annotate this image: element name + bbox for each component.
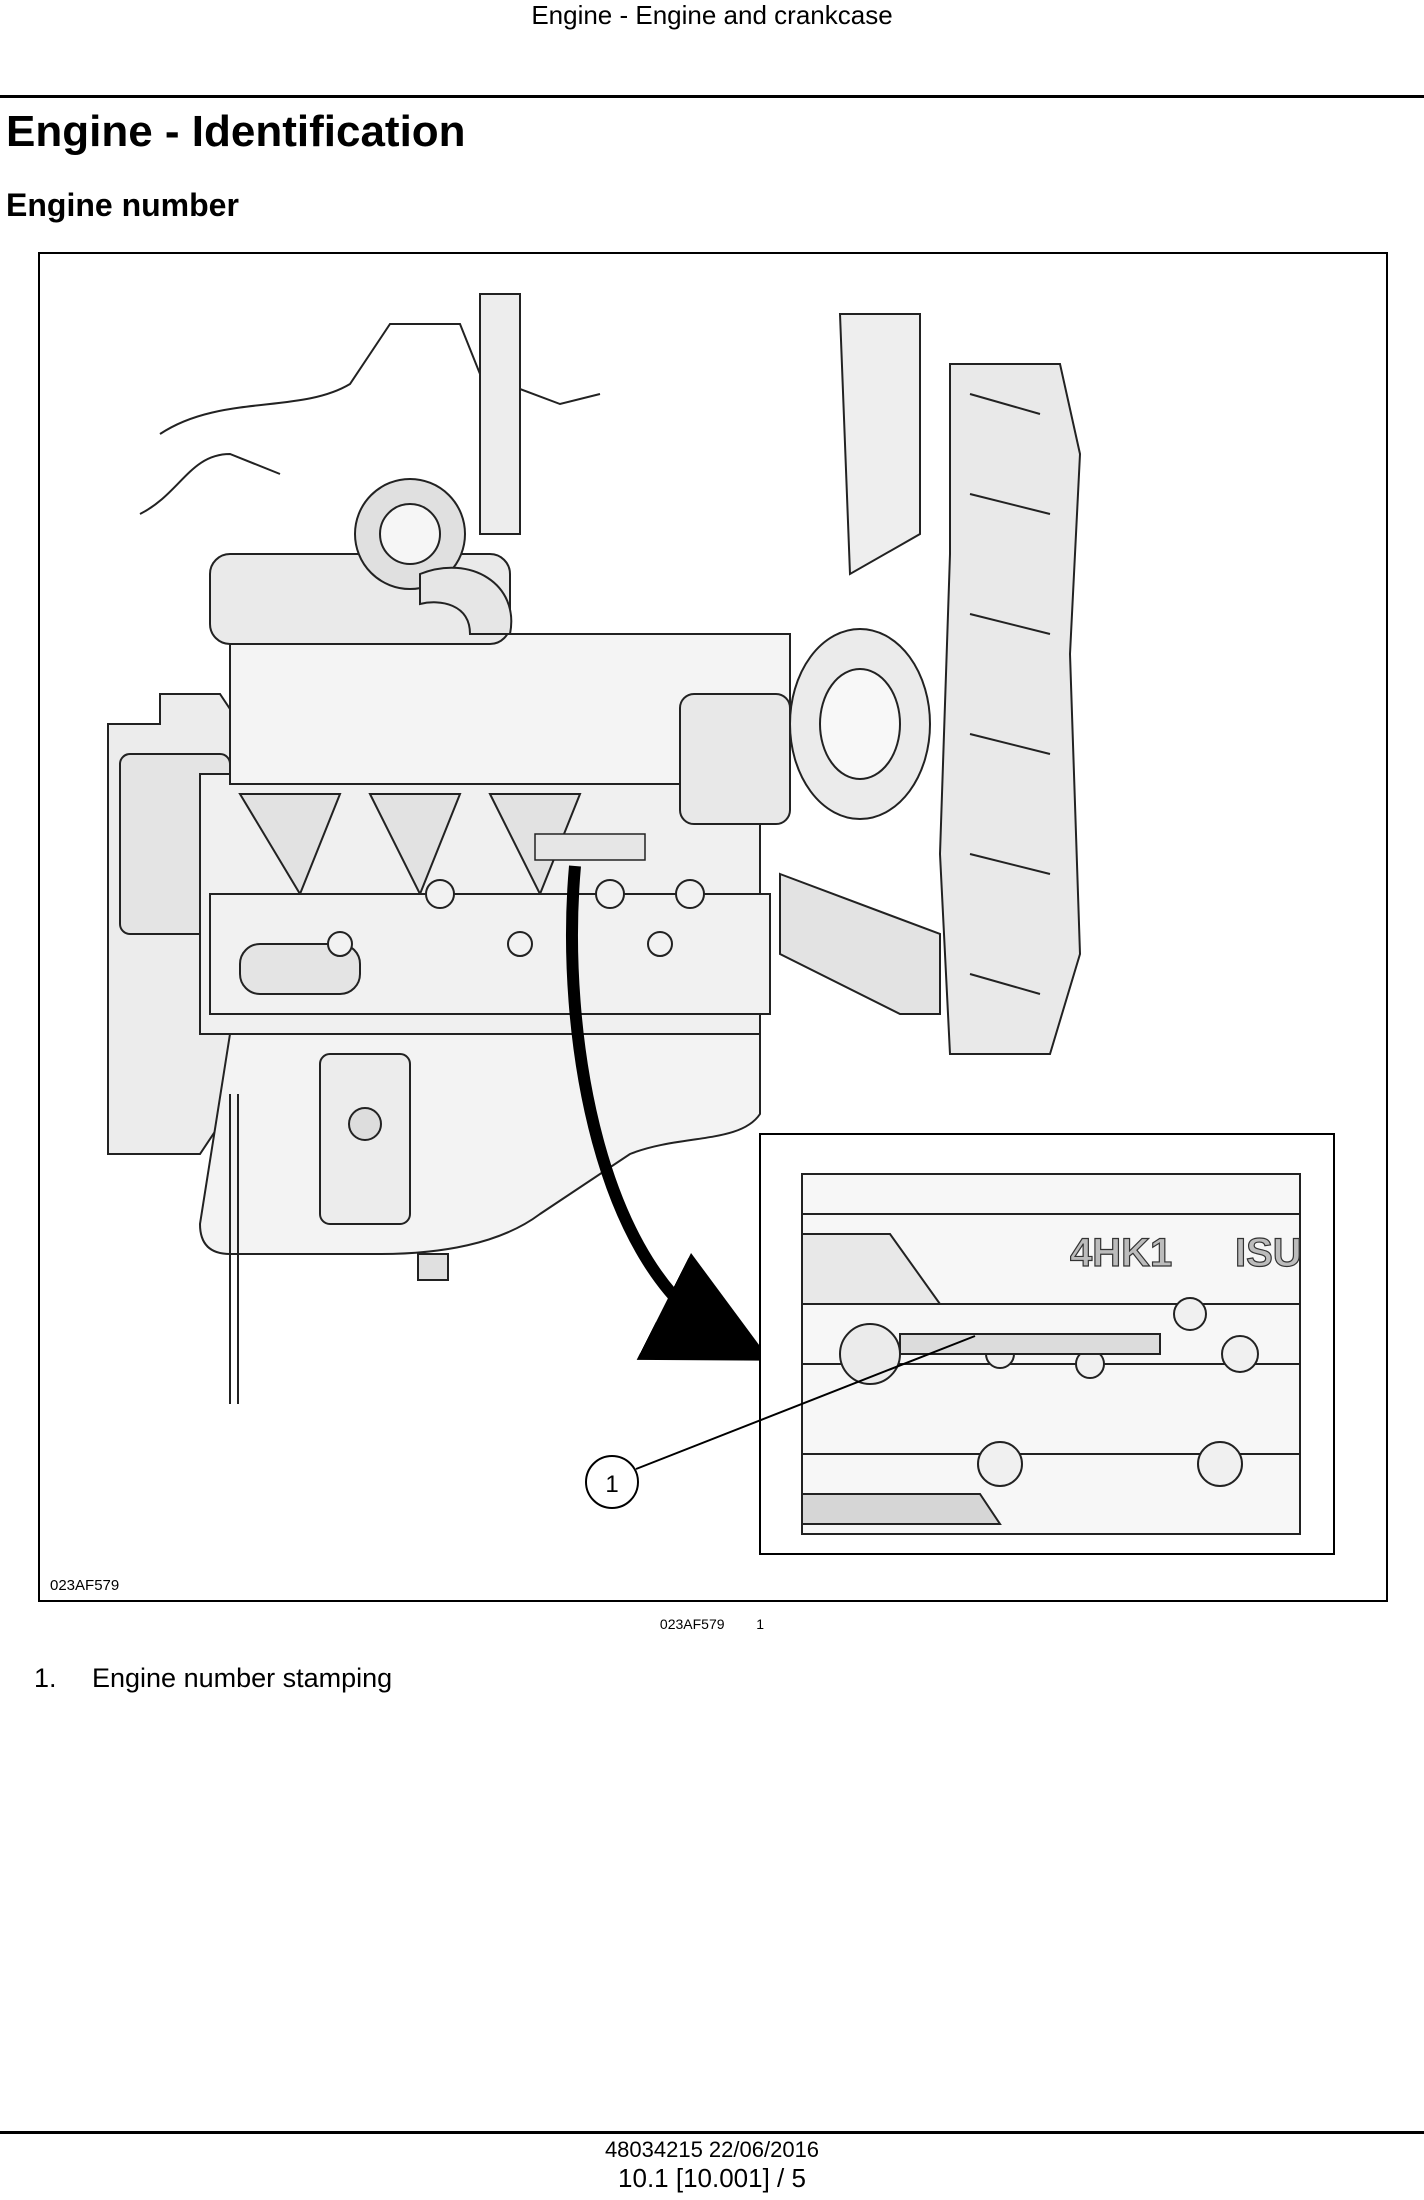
figure-reference-id: 023AF579 bbox=[659, 1616, 725, 1632]
inset-stamp-text: 4HK1 bbox=[1070, 1231, 1172, 1275]
callout-number: 1 bbox=[605, 1471, 618, 1498]
engine-illustration: 4HK1 ISU 1 023AF579 bbox=[38, 252, 1388, 1602]
legend-list: 1. Engine number stamping bbox=[34, 1662, 392, 1694]
engine-drawing: 4HK1 ISU 1 bbox=[107, 293, 1335, 1555]
header-rule bbox=[0, 95, 1424, 98]
figure-image-id: 023AF579 bbox=[50, 1577, 120, 1594]
figure-reference: 023AF579 1 bbox=[0, 1616, 1424, 1632]
section-title: Engine - Identification bbox=[6, 107, 466, 156]
footer-page-reference: 10.1 [10.001] / 5 bbox=[618, 2163, 806, 2193]
figure-reference-callouts: 1 bbox=[756, 1616, 765, 1632]
footer-rule bbox=[0, 2131, 1424, 2134]
running-header: Engine - Engine and crankcase bbox=[531, 0, 893, 30]
section-subtitle: Engine number bbox=[6, 187, 239, 223]
legend-item-text: Engine number stamping bbox=[92, 1663, 393, 1693]
legend-item-number: 1. bbox=[34, 1663, 57, 1693]
callout-circle bbox=[585, 1455, 639, 1509]
inset-brand-text: ISU bbox=[1235, 1231, 1302, 1275]
footer-doc-reference: 48034215 22/06/2016 bbox=[604, 2137, 820, 2162]
callout-leader bbox=[635, 1335, 976, 1470]
legend-item: 1. Engine number stamping bbox=[34, 1662, 392, 1694]
